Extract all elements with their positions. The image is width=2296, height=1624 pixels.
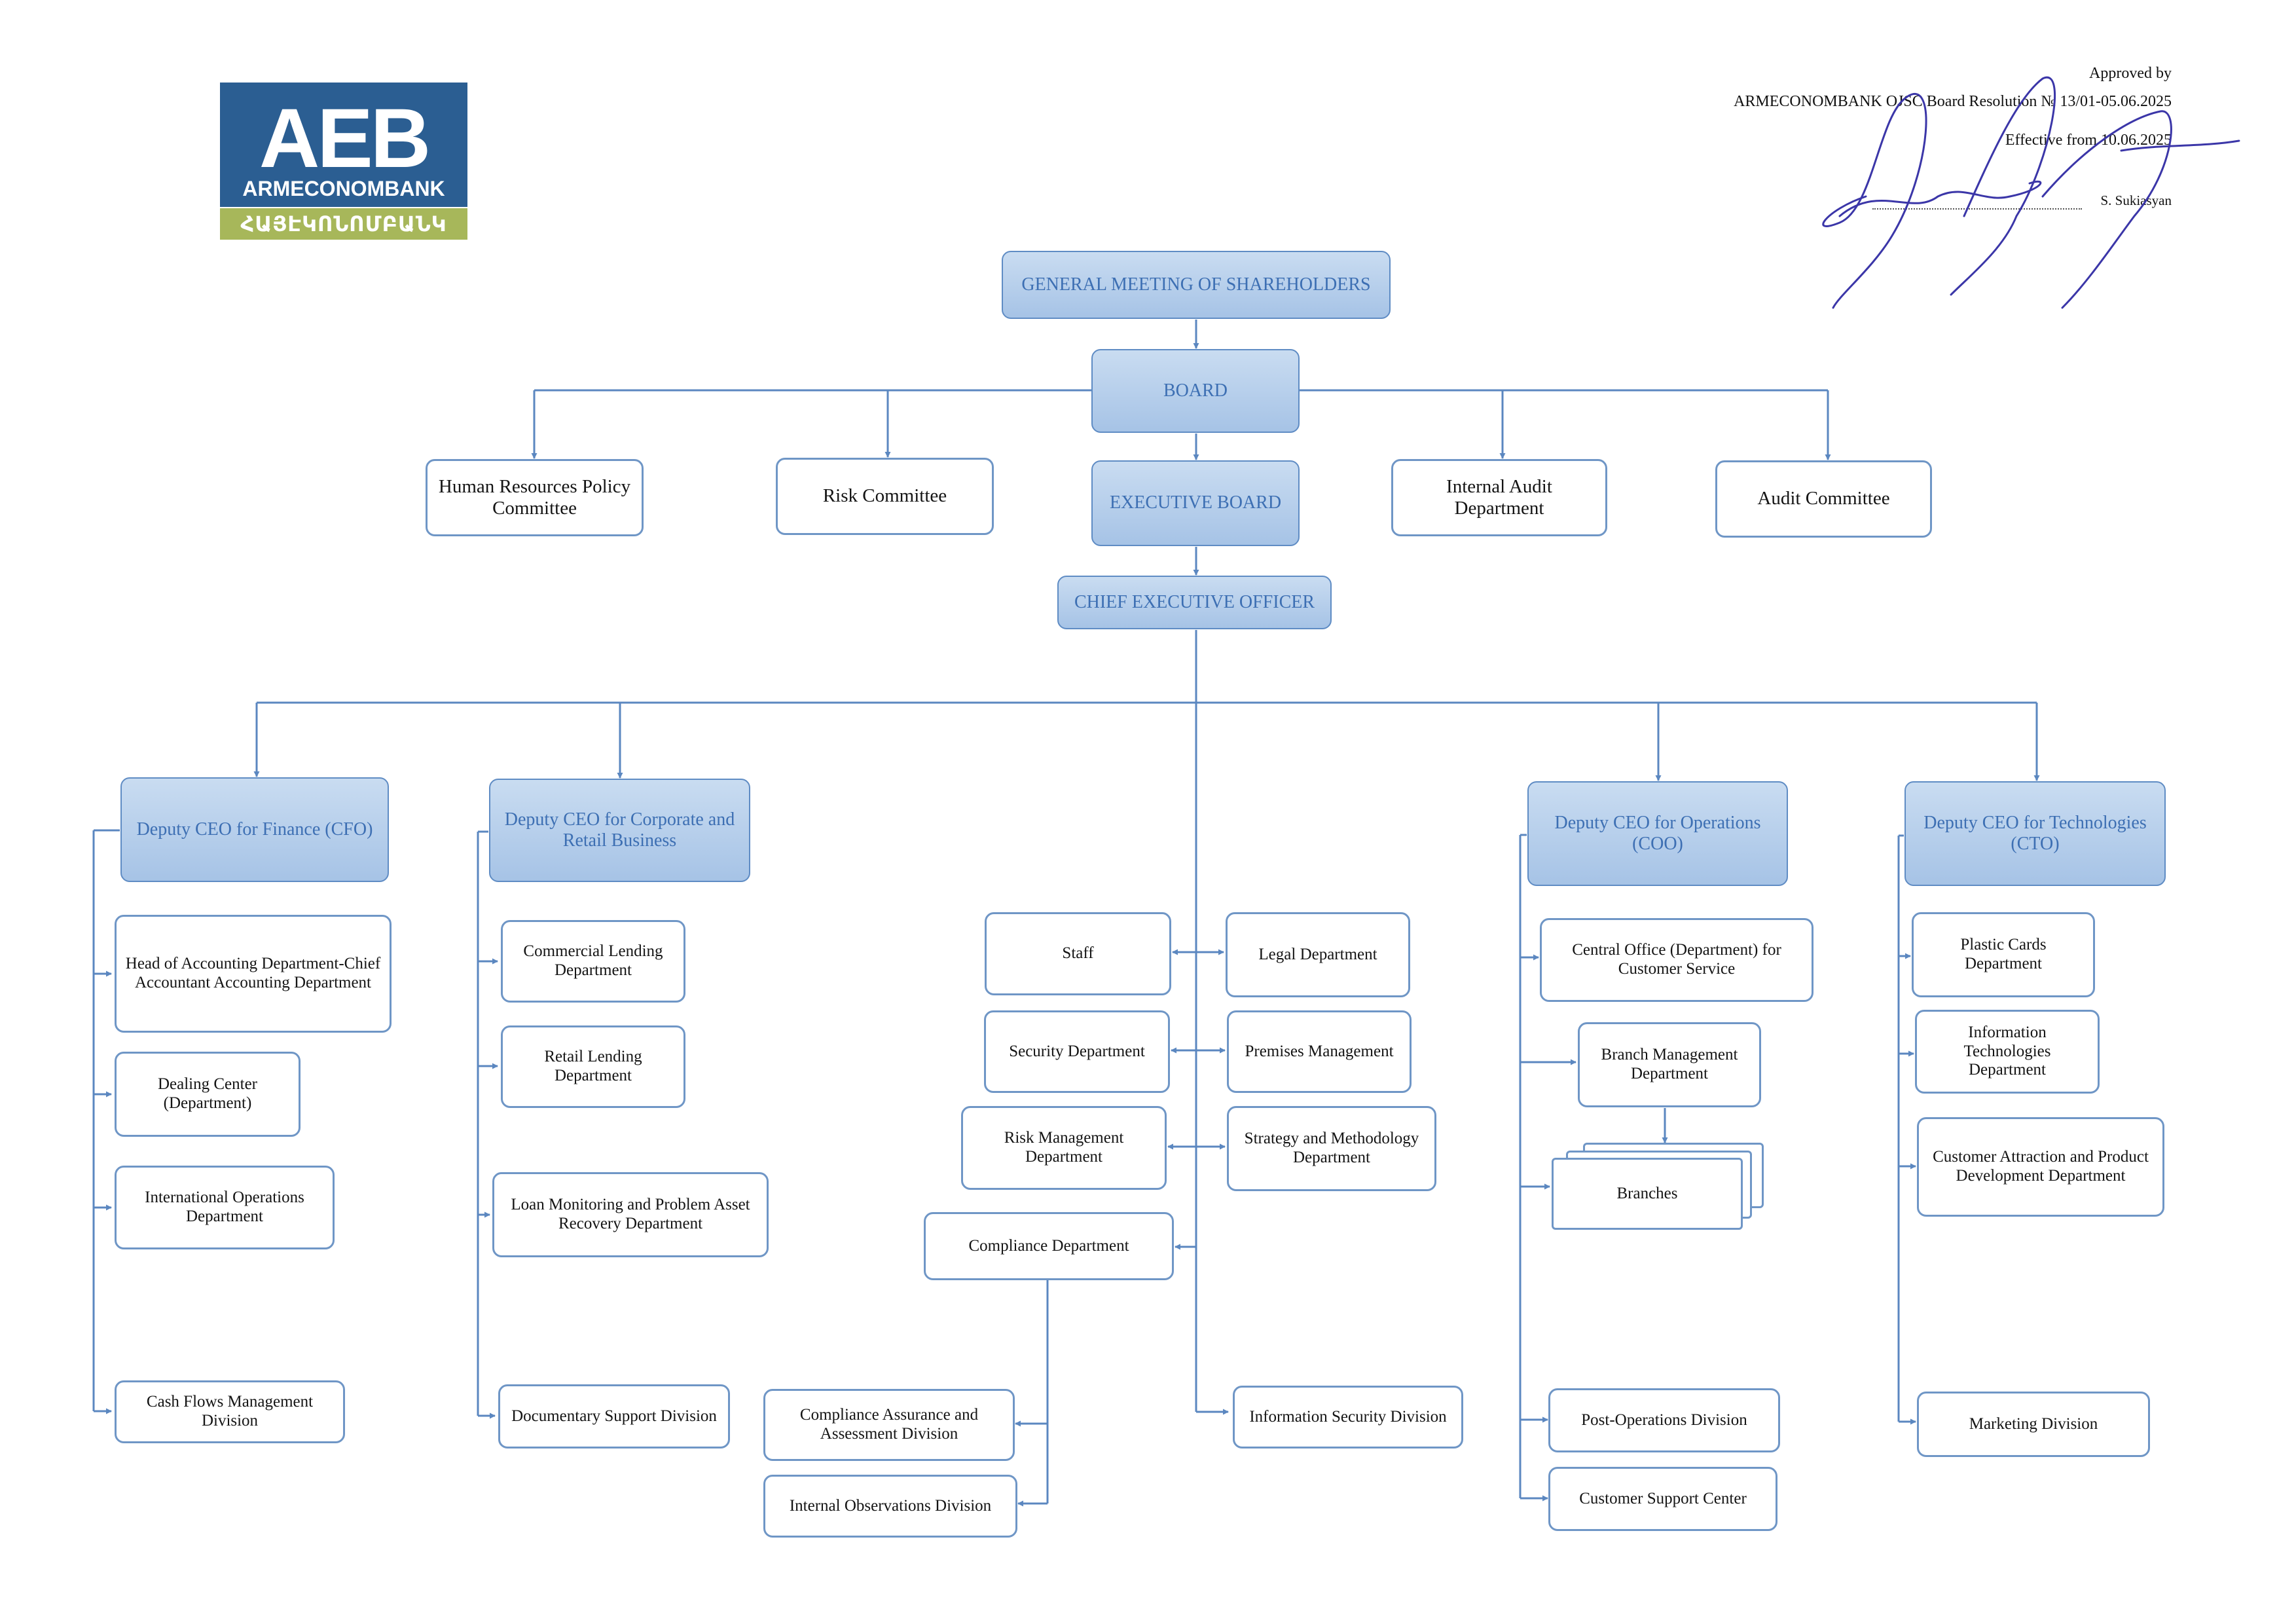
documentary-support-division: Documentary Support Division (498, 1384, 730, 1449)
accounting-department: Head of Accounting Department-Chief Acco… (115, 915, 392, 1033)
strategy-methodology-department: Strategy and Methodology Department (1227, 1106, 1436, 1191)
customer-attraction-department: Customer Attraction and Product Developm… (1917, 1117, 2164, 1217)
logo-mark: AEB (259, 92, 431, 185)
approval-line-3: Effective from 10.06.2025 (2005, 132, 2172, 149)
internal-observations-division: Internal Observations Division (763, 1475, 1017, 1538)
customer-support-center: Customer Support Center (1548, 1467, 1777, 1531)
executive-board-box: EXECUTIVE BOARD (1091, 460, 1300, 546)
cash-flows-management-division: Cash Flows Management Division (115, 1380, 345, 1443)
risk-committee: Risk Committee (776, 458, 994, 535)
logo-name: ARMECONOMBANK (242, 177, 445, 200)
deputy-ceo-business: Deputy CEO for Corporate and Retail Busi… (489, 779, 750, 882)
approval-line-2: ARMECONOMBANK OJSC Board Resolution № 13… (1734, 93, 2172, 110)
deputy-ceo-technologies: Deputy CEO for Technologies (CTO) (1904, 781, 2166, 886)
general-meeting-box: GENERAL MEETING OF SHAREHOLDERS (1002, 251, 1391, 319)
compliance-assurance-division: Compliance Assurance and Assessment Divi… (763, 1389, 1015, 1461)
compliance-department: Compliance Department (924, 1212, 1174, 1280)
branches-box: Branches (1552, 1158, 1743, 1230)
logo-armenian-name: ՀԱՅԷԿՈՆՈՄԲԱՆԿ (220, 208, 467, 240)
legal-department: Legal Department (1226, 912, 1410, 997)
premises-management: Premises Management (1227, 1010, 1412, 1093)
international-operations-department: International Operations Department (115, 1166, 335, 1249)
commercial-lending-department: Commercial Lending Department (501, 920, 685, 1003)
information-security-division: Information Security Division (1233, 1386, 1463, 1449)
logo-blue-panel: AEB ARMECONOMBANK (220, 83, 467, 207)
staff-box: Staff (985, 912, 1171, 995)
risk-management-department: Risk Management Department (961, 1106, 1167, 1190)
plastic-cards-department: Plastic Cards Department (1912, 912, 2095, 997)
internal-audit-department: Internal Audit Department (1391, 459, 1607, 536)
security-department: Security Department (984, 1010, 1170, 1093)
deputy-ceo-finance: Deputy CEO for Finance (CFO) (120, 777, 389, 882)
signature-underline (1872, 208, 2082, 210)
approval-line-1: Approved by (2089, 65, 2172, 82)
retail-lending-department: Retail Lending Department (501, 1025, 685, 1108)
hr-policy-committee: Human Resources Policy Committee (426, 459, 644, 536)
information-technologies-department: Information Technologies Department (1915, 1010, 2100, 1094)
board-box: BOARD (1091, 349, 1300, 433)
approval-signatory: S. Sukiasyan (2100, 193, 2172, 208)
branch-management-department: Branch Management Department (1578, 1022, 1761, 1107)
bank-logo: AEB ARMECONOMBANK ՀԱՅԷԿՈՆՈՄԲԱՆԿ (220, 83, 467, 240)
ceo-box: CHIEF EXECUTIVE OFFICER (1057, 576, 1332, 629)
signature-drawing (1822, 76, 2240, 309)
post-operations-division: Post-Operations Division (1548, 1388, 1780, 1452)
loan-monitoring-department: Loan Monitoring and Problem Asset Recove… (492, 1172, 769, 1257)
central-office-customer-service: Central Office (Department) for Customer… (1540, 918, 1813, 1002)
dealing-center: Dealing Center (Department) (115, 1052, 301, 1137)
audit-committee: Audit Committee (1715, 460, 1932, 538)
marketing-division: Marketing Division (1917, 1392, 2150, 1457)
deputy-ceo-operations: Deputy CEO for Operations (COO) (1527, 781, 1788, 886)
